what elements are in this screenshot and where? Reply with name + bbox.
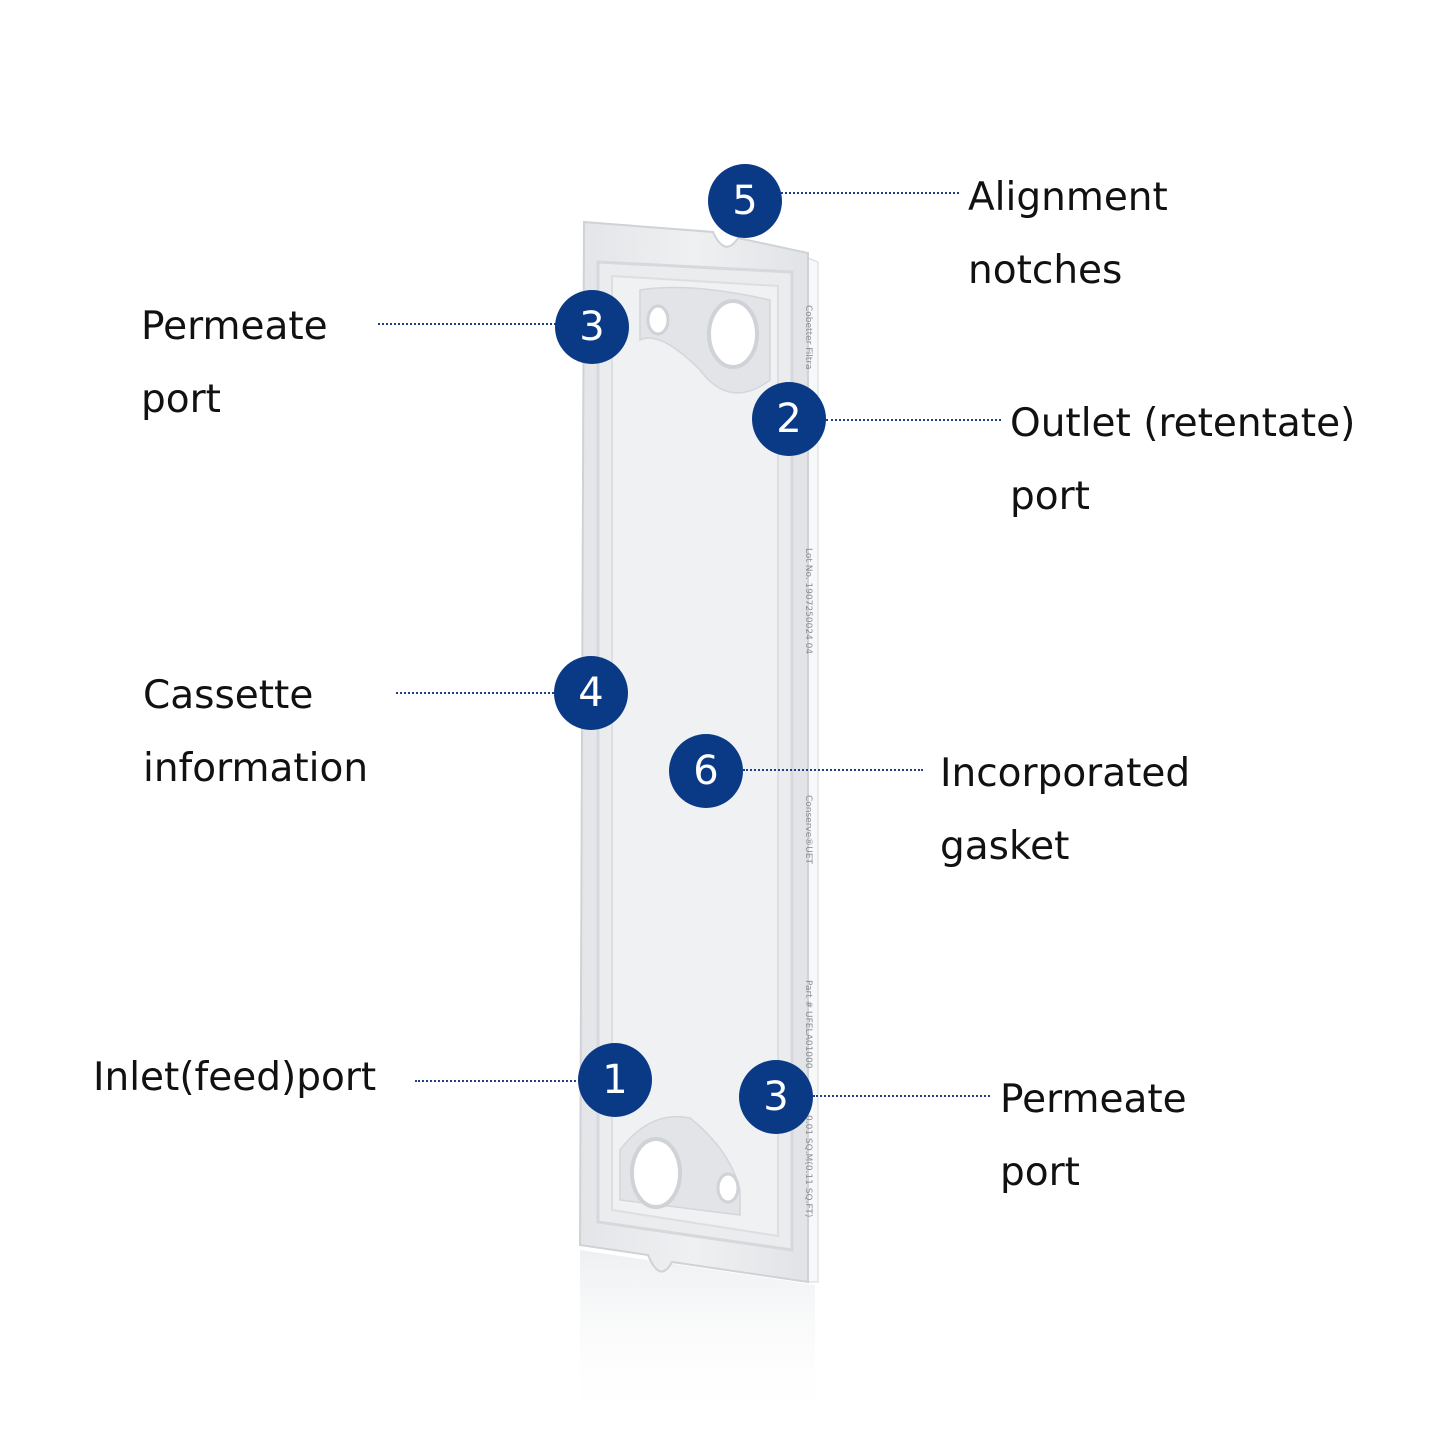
callout-label: Permeate port bbox=[1000, 1063, 1187, 1209]
label-line: Cassette bbox=[143, 673, 314, 718]
label-line: Inlet(feed)port bbox=[93, 1055, 377, 1100]
label-line: Permeate bbox=[1000, 1077, 1187, 1122]
leader-line bbox=[813, 1095, 990, 1097]
edge-text-5: 0.01 SQ.M(0.11 SQ.FT) bbox=[803, 1115, 813, 1217]
leader-line bbox=[378, 323, 556, 325]
number-badge: 3 bbox=[555, 290, 629, 364]
callout-label: Cassette information bbox=[143, 659, 368, 805]
callout-label: Outlet (retentate) port bbox=[1010, 387, 1355, 533]
number-badge: 4 bbox=[554, 656, 628, 730]
callout-label: Permeate port bbox=[141, 290, 328, 436]
label-line: information bbox=[143, 746, 369, 791]
number-badge: 6 bbox=[669, 734, 743, 808]
label-line: gasket bbox=[940, 824, 1070, 869]
edge-text-2: Lot No. 1907250024 04 bbox=[803, 548, 813, 654]
number-badge: 3 bbox=[739, 1060, 813, 1134]
edge-text-1: Cobetter Filtra bbox=[803, 305, 813, 369]
leader-line bbox=[826, 419, 1001, 421]
callout-label: Inlet(feed)port bbox=[93, 1041, 376, 1114]
label-line: port bbox=[1000, 1150, 1080, 1195]
number-badge: 2 bbox=[752, 382, 826, 456]
label-line: Incorporated bbox=[940, 751, 1191, 796]
label-line: Permeate bbox=[141, 304, 328, 349]
edge-text-3: Conserve®UET bbox=[803, 795, 813, 865]
label-line: port bbox=[1010, 474, 1090, 519]
edge-text-4: Part # UFELA01000 bbox=[803, 980, 813, 1069]
label-line: port bbox=[141, 377, 221, 422]
label-line: Alignment bbox=[968, 175, 1168, 220]
leader-line bbox=[781, 192, 959, 194]
label-line: notches bbox=[968, 248, 1123, 293]
callout-label: Alignment notches bbox=[968, 161, 1168, 307]
callout-label: Incorporated gasket bbox=[940, 737, 1190, 883]
label-line: Outlet (retentate) bbox=[1010, 401, 1356, 446]
leader-line bbox=[743, 769, 923, 771]
number-badge: 5 bbox=[708, 164, 782, 238]
leader-line bbox=[415, 1080, 580, 1082]
number-badge: 1 bbox=[578, 1043, 652, 1117]
leader-line bbox=[396, 692, 554, 694]
